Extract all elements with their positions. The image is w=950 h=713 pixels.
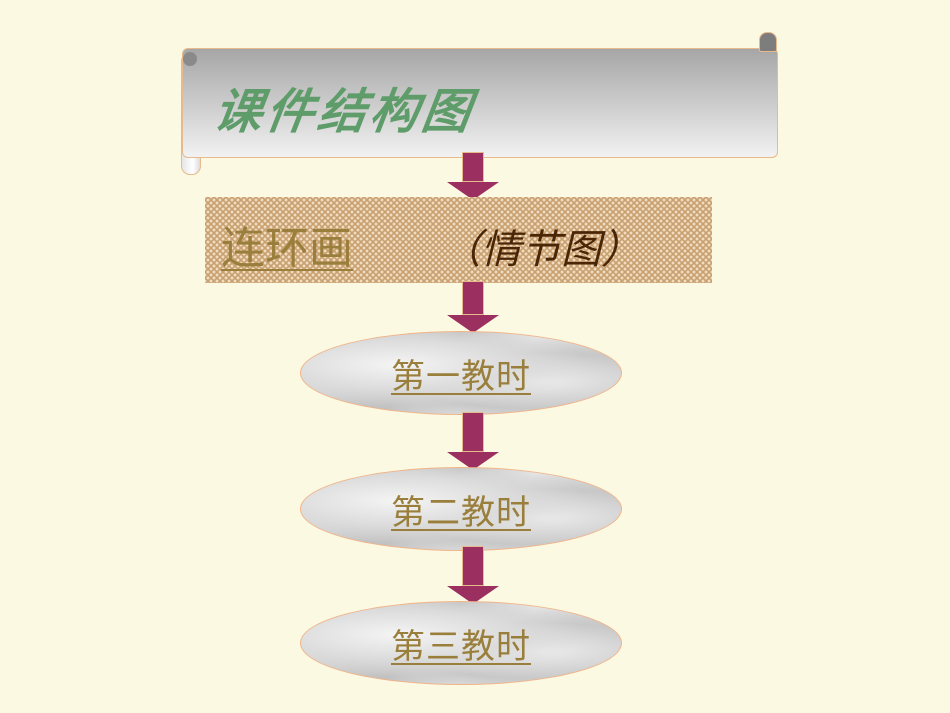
- session-3-node[interactable]: 第三教时: [300, 601, 622, 685]
- arrow-down-icon: [447, 152, 499, 200]
- plot-diagram-label: （情节图）: [441, 227, 641, 273]
- session-1-node[interactable]: 第一教时: [300, 331, 622, 415]
- arrow-down-icon: [447, 281, 499, 333]
- scroll-right-curl: [759, 32, 777, 52]
- session-2-link[interactable]: 第二教时: [391, 492, 531, 533]
- scroll-banner: [182, 48, 778, 158]
- comic-link[interactable]: 连环画: [221, 223, 353, 274]
- arrow-down-icon: [447, 412, 499, 470]
- diagram-title: 课件结构图: [210, 84, 479, 140]
- comic-banner: 连环画 （情节图）: [205, 197, 712, 283]
- session-2-node[interactable]: 第二教时: [300, 467, 622, 551]
- session-3-link[interactable]: 第三教时: [391, 626, 531, 667]
- arrow-down-icon: [447, 546, 499, 604]
- scroll-left-curl: [183, 52, 197, 66]
- session-1-link[interactable]: 第一教时: [391, 356, 531, 397]
